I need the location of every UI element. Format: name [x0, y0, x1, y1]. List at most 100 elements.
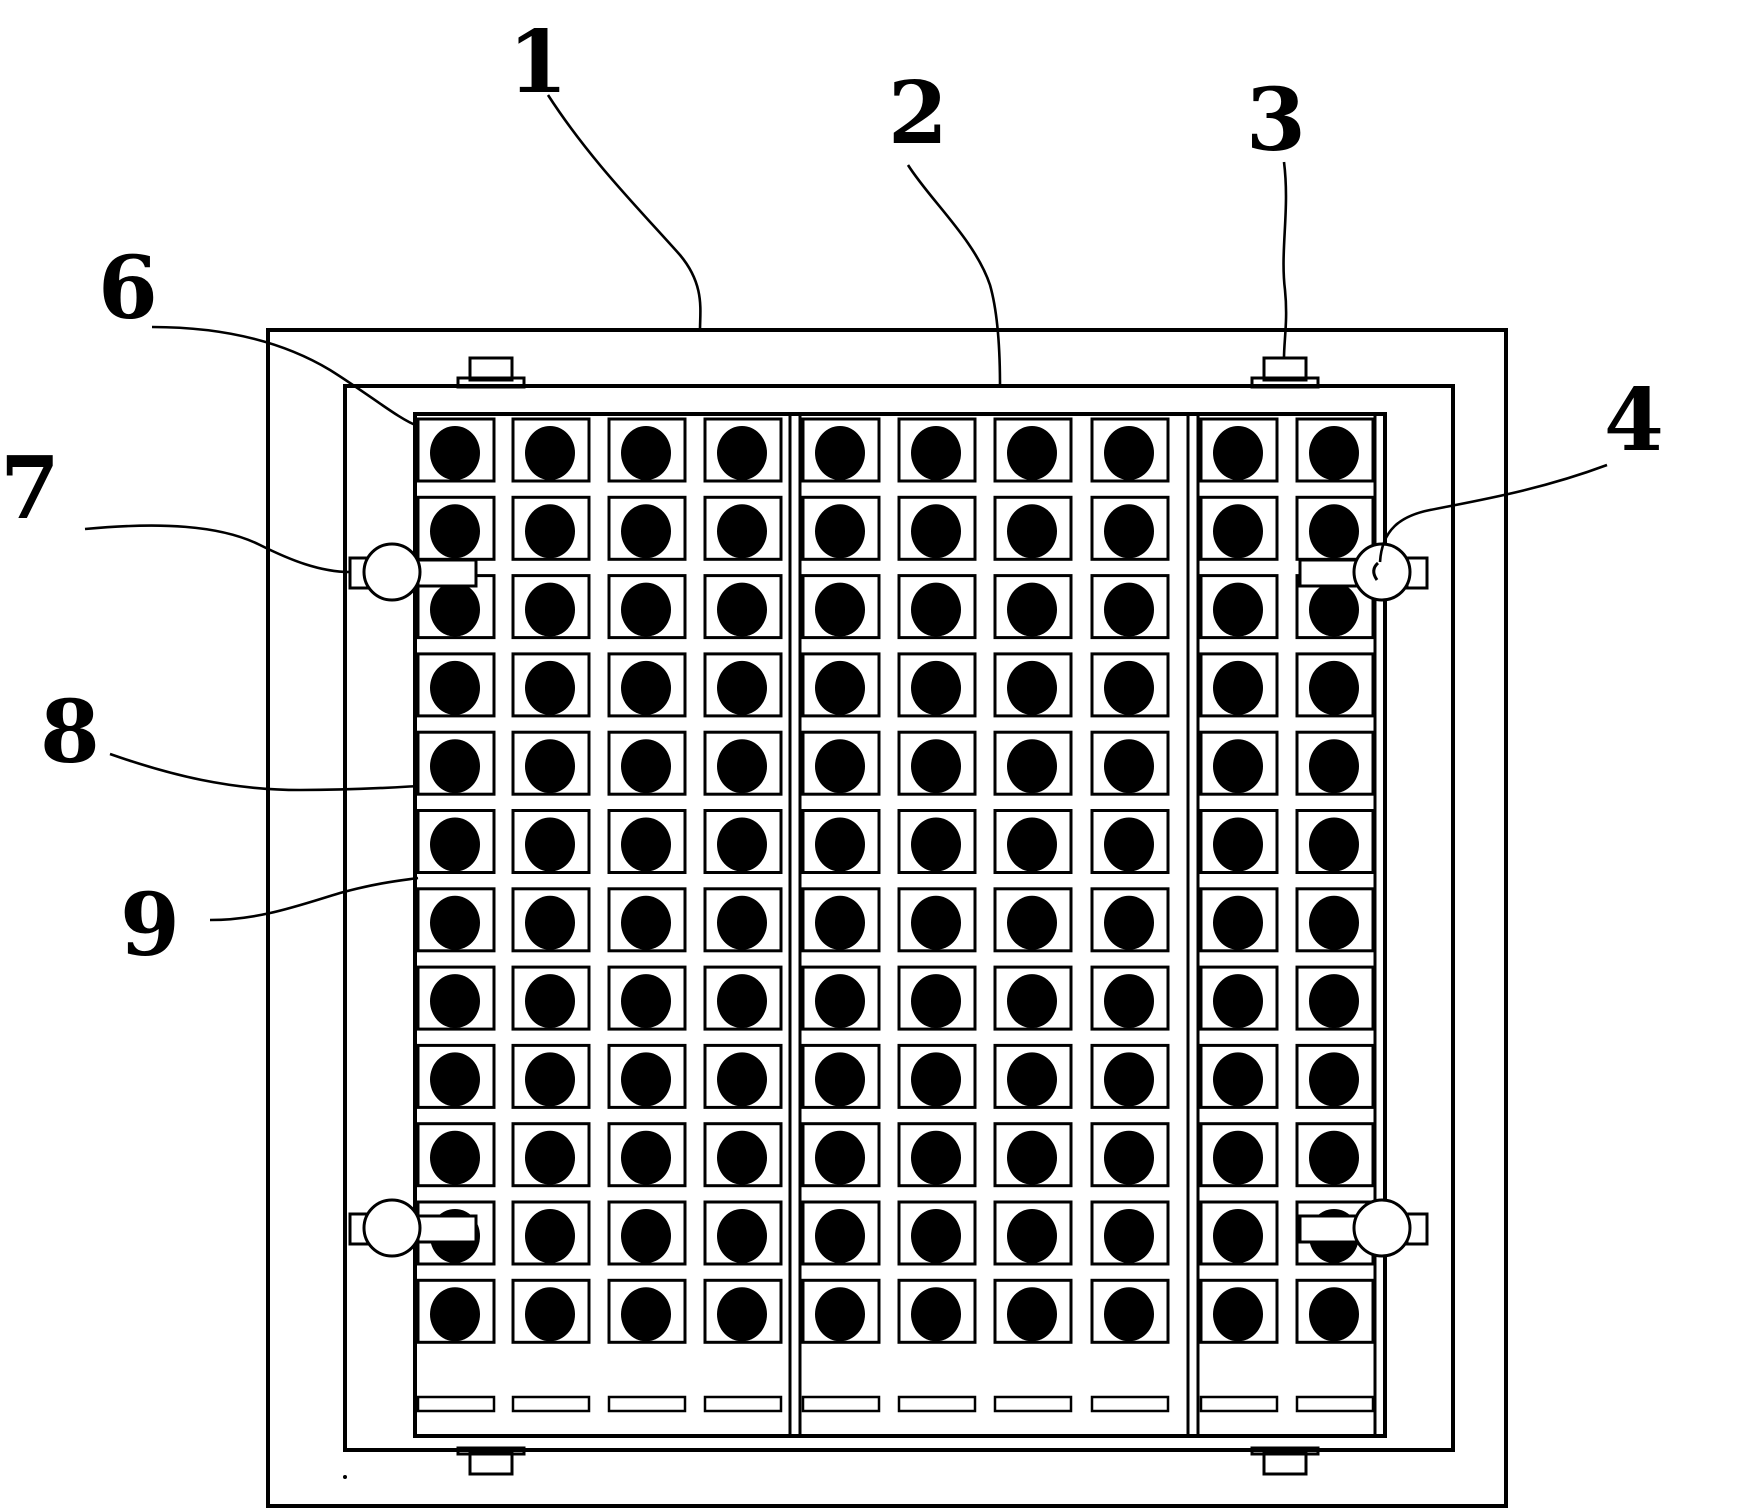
ball	[1007, 426, 1057, 480]
ball	[430, 817, 480, 872]
ball	[911, 739, 961, 794]
ball	[1213, 504, 1263, 559]
ball	[621, 1130, 671, 1185]
ball	[911, 660, 961, 715]
ball	[621, 817, 671, 872]
ball	[717, 426, 767, 480]
ball	[717, 1209, 767, 1263]
ball	[717, 739, 767, 794]
ball	[1309, 1052, 1359, 1107]
ball	[1213, 582, 1263, 637]
leader-1	[546, 94, 702, 331]
ball	[911, 504, 961, 559]
bottom-strip	[1295, 1395, 1375, 1413]
ball	[717, 974, 767, 1029]
bottom-strip	[703, 1395, 783, 1413]
bottom-strip	[801, 1395, 881, 1413]
ball	[1104, 660, 1154, 715]
leader-3	[1282, 161, 1288, 359]
ball	[621, 1052, 671, 1107]
ball	[1007, 1209, 1057, 1263]
ball	[815, 660, 865, 715]
ball	[430, 1287, 480, 1342]
top-left-bolt	[456, 356, 526, 389]
ball	[717, 1287, 767, 1342]
ball	[1104, 504, 1154, 559]
clamp-top-left	[348, 542, 478, 602]
ball	[1104, 1130, 1154, 1185]
bottom-strip	[1090, 1395, 1170, 1413]
leader-4	[1378, 463, 1608, 563]
ball	[911, 974, 961, 1029]
clamp-bottom-left	[348, 1198, 478, 1258]
ball	[1309, 660, 1359, 715]
ball	[815, 1209, 865, 1263]
bottom-strip	[993, 1395, 1073, 1413]
ball	[1309, 582, 1359, 637]
ball	[1309, 1287, 1359, 1342]
bottom-strip-row	[416, 1395, 1375, 1413]
ball	[430, 1052, 480, 1107]
ball	[1007, 1130, 1057, 1185]
ball	[1213, 739, 1263, 794]
speck	[343, 1475, 347, 1479]
ball	[1104, 895, 1154, 950]
ball	[911, 1287, 961, 1342]
leader-7	[109, 752, 419, 792]
label-2: 2	[888, 63, 948, 164]
ball	[1104, 582, 1154, 637]
leader-6	[151, 325, 419, 428]
ball	[1309, 426, 1359, 480]
ball	[621, 974, 671, 1029]
top-right-bolt	[1250, 356, 1320, 389]
ball	[815, 426, 865, 480]
ball	[1213, 1130, 1263, 1185]
ball	[525, 1287, 575, 1342]
ball	[911, 1209, 961, 1263]
outer-frame	[266, 328, 1508, 1508]
label-9: 7	[0, 438, 60, 539]
clamp-bottom-right	[1298, 1198, 1429, 1258]
ball	[525, 895, 575, 950]
label-4: 4	[1604, 370, 1664, 471]
ball	[717, 582, 767, 637]
ball	[1213, 974, 1263, 1029]
ball	[911, 582, 961, 637]
ball	[1007, 895, 1057, 950]
label-6: 6	[98, 238, 158, 339]
ball	[621, 739, 671, 794]
bottom-strip	[897, 1395, 977, 1413]
leader-2	[906, 164, 1002, 387]
ball	[815, 895, 865, 950]
bottom-left-bolt	[456, 1446, 526, 1476]
ball	[717, 895, 767, 950]
ball	[1104, 974, 1154, 1029]
ball	[1007, 660, 1057, 715]
ball	[1007, 817, 1057, 872]
bottom-strip	[607, 1395, 687, 1413]
ball	[815, 1287, 865, 1342]
ball	[717, 1130, 767, 1185]
ball	[430, 426, 480, 480]
ball	[1309, 817, 1359, 872]
ball	[1104, 1209, 1154, 1263]
ball	[621, 426, 671, 480]
leader-9	[84, 524, 351, 574]
ball	[525, 817, 575, 872]
ball	[815, 817, 865, 872]
ball	[525, 739, 575, 794]
ball	[525, 1130, 575, 1185]
label-1: 1	[508, 12, 568, 113]
ball	[1213, 1052, 1263, 1107]
ball	[815, 504, 865, 559]
ball	[1104, 426, 1154, 480]
ball	[430, 974, 480, 1029]
ball	[621, 582, 671, 637]
ball	[1007, 504, 1057, 559]
ball	[815, 974, 865, 1029]
ball	[430, 1130, 480, 1185]
ball	[911, 895, 961, 950]
ball	[911, 1052, 961, 1107]
ball	[1213, 895, 1263, 950]
